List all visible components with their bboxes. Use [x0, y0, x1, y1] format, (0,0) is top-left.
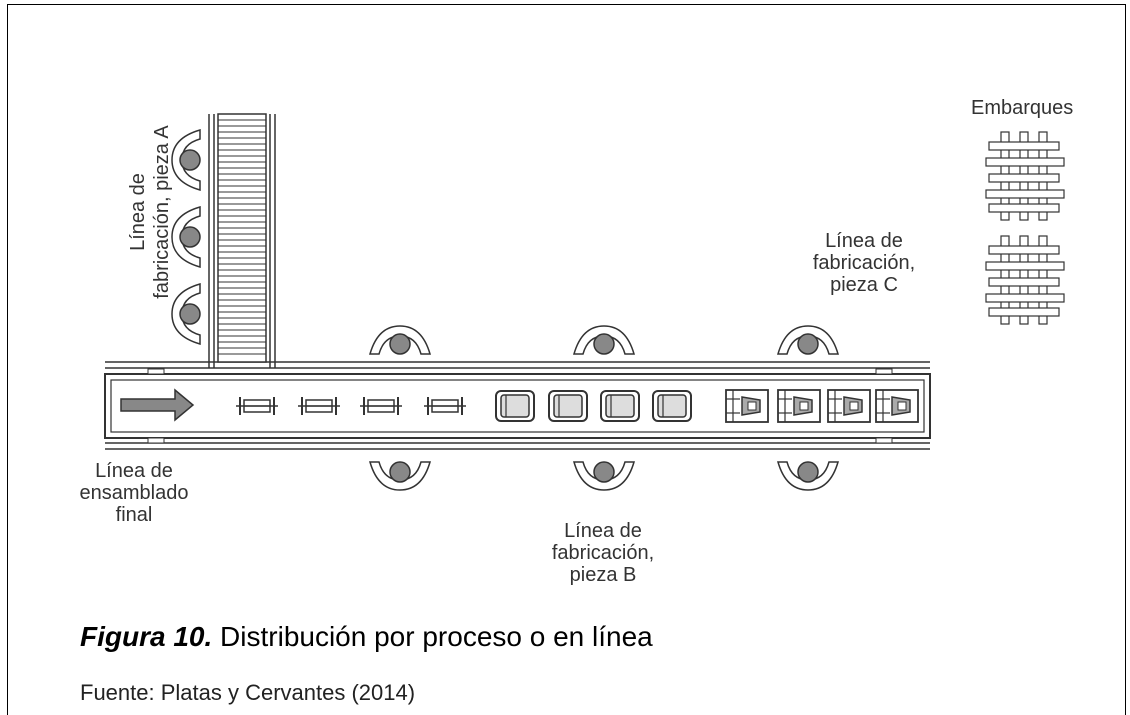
- part-b-3: [600, 390, 640, 422]
- piece-b-label-line1: Línea de: [564, 520, 642, 542]
- figure-source: Fuente: Platas y Cervantes (2014): [80, 680, 416, 705]
- part-c-3: [827, 389, 871, 423]
- shipping-pallet-2: [985, 235, 1065, 325]
- figure-number: Figura 10.: [80, 621, 213, 652]
- piece-b-label-line3: pieza B: [569, 564, 637, 586]
- shipping-label: Embarques: [971, 97, 1074, 119]
- piece-b-label: Línea de fabricación, pieza B: [528, 520, 678, 586]
- worker-bottom-2: [573, 461, 635, 491]
- worker-a-3: [171, 283, 201, 345]
- piece-c-label-line3: pieza C: [830, 274, 898, 296]
- worker-bottom-3: [777, 461, 839, 491]
- worker-top-3: [777, 325, 839, 355]
- final-assembly-label: Línea de ensamblado final: [60, 460, 208, 526]
- worker-a-2: [171, 206, 201, 268]
- figure-caption: Figura 10. Distribución por proceso o en…: [80, 621, 653, 653]
- figure-title: Distribución por proceso o en línea: [220, 621, 653, 652]
- worker-a-1: [171, 129, 201, 191]
- piece-a-label-line2: fabricación, pieza A: [151, 125, 173, 299]
- piece-c-label-line1: Línea de: [825, 230, 903, 252]
- final-label-line2: ensamblado: [79, 482, 189, 504]
- shipping-pallet-1: [985, 131, 1065, 221]
- figure-frame: [7, 4, 1126, 715]
- part-b-4: [652, 390, 692, 422]
- piece-c-label-line2: fabricación,: [812, 252, 916, 274]
- piece-b-label-line2: fabricación,: [551, 542, 655, 564]
- part-b-2: [548, 390, 588, 422]
- flow-arrow-icon: [120, 388, 195, 422]
- piece-a-label-line1: Línea de: [127, 173, 149, 251]
- worker-bottom-1: [369, 461, 431, 491]
- piece-a-conveyor: [208, 113, 276, 368]
- final-label-line3: final: [115, 504, 153, 526]
- part-b-1: [495, 390, 535, 422]
- worker-top-1: [369, 325, 431, 355]
- piece-c-label: Línea de fabricación, pieza C: [794, 230, 934, 296]
- part-c-4: [875, 389, 919, 423]
- part-c-2: [777, 389, 821, 423]
- part-c-1: [725, 389, 769, 423]
- final-label-line1: Línea de: [95, 460, 173, 482]
- worker-top-2: [573, 325, 635, 355]
